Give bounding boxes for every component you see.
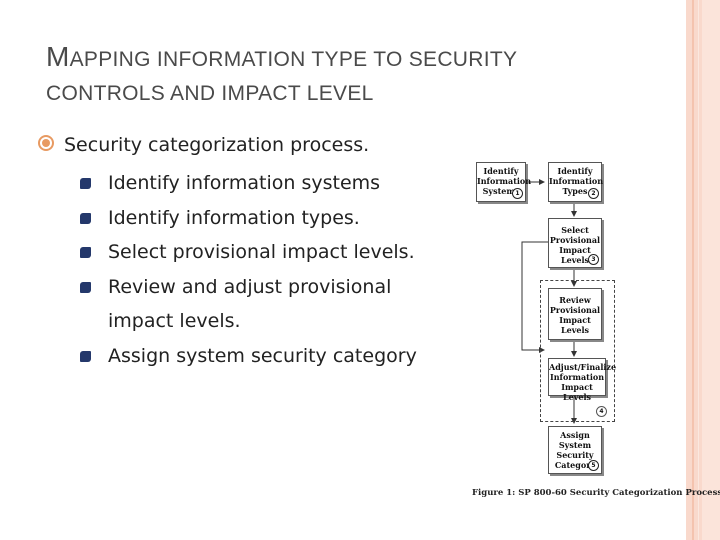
sub-bullet: Review and adjust provisional impact lev… bbox=[42, 270, 462, 339]
sub-bullet: Assign system security category bbox=[42, 339, 462, 374]
square-bullet-icon bbox=[80, 212, 91, 224]
flow-node-label: Identify Information Systems bbox=[477, 166, 532, 196]
categorization-flowchart: Identify Information Systems 1 Identify … bbox=[470, 150, 680, 505]
sub-bullet: Identify information systems bbox=[42, 166, 462, 201]
sub-bullet-text: Assign system security category bbox=[108, 344, 417, 367]
flow-node-label: Identify Information Types bbox=[549, 166, 604, 196]
title-line-1: APPING INFORMATION TYPE TO SECURITY bbox=[69, 48, 518, 71]
flow-node-identify-systems: Identify Information Systems 1 bbox=[476, 162, 532, 202]
main-bullet: Security categorization process. bbox=[42, 130, 462, 160]
square-bullet-icon bbox=[80, 281, 91, 293]
flow-node-label: Adjust/Finalize Information Impact Level… bbox=[549, 362, 617, 402]
group-step-number: 4 bbox=[596, 406, 607, 417]
flow-node-label: Select Provisional Impact Levels bbox=[549, 225, 601, 265]
sub-bullet-list: Identify information systems Identify in… bbox=[42, 166, 462, 373]
title-initial: M bbox=[46, 41, 70, 72]
title-line-2: CONTROLS AND IMPACT LEVEL bbox=[46, 82, 374, 105]
main-bullet-text: Security categorization process. bbox=[64, 134, 370, 156]
flow-node-identify-types: Identify Information Types 2 bbox=[548, 162, 604, 202]
stripe-line bbox=[692, 0, 694, 540]
stripe-line bbox=[698, 0, 699, 540]
step-number: 5 bbox=[588, 460, 599, 471]
sub-bullet-text: Select provisional impact levels. bbox=[108, 241, 415, 263]
step-number: 2 bbox=[588, 188, 599, 199]
square-bullet-icon bbox=[80, 247, 91, 258]
bullet-list: Security categorization process. Identif… bbox=[42, 130, 462, 373]
square-bullet-icon bbox=[80, 178, 91, 189]
flow-node-label: Assign System Security Category bbox=[554, 430, 596, 470]
slide-title: MAPPING INFORMATION TYPE TO SECURITY CON… bbox=[46, 42, 517, 110]
square-bullet-icon bbox=[80, 350, 91, 362]
stripe-band bbox=[702, 0, 720, 540]
flow-node-adjust-finalize: Adjust/Finalize Information Impact Level… bbox=[548, 358, 616, 402]
flow-node-assign-category: Assign System Security Category 5 bbox=[548, 426, 602, 474]
sub-bullet-text: Identify information types. bbox=[108, 206, 360, 229]
step-number: 3 bbox=[588, 254, 599, 265]
sub-bullet: Identify information types. bbox=[42, 201, 462, 236]
decorative-stripe bbox=[686, 0, 720, 540]
review-adjust-group bbox=[540, 280, 615, 422]
sub-bullet: Select provisional impact levels. bbox=[42, 235, 462, 270]
sub-bullet-text: Identify information systems bbox=[108, 172, 381, 194]
step-number: 1 bbox=[512, 188, 523, 199]
flow-node-label: Review Provisional Impact Levels bbox=[549, 295, 601, 335]
flow-node-select-impact: Select Provisional Impact Levels 3 bbox=[548, 218, 602, 268]
flow-node-review-impact: Review Provisional Impact Levels bbox=[548, 288, 602, 340]
sun-bullet-icon bbox=[42, 139, 50, 147]
sub-bullet-text: Review and adjust provisional impact lev… bbox=[108, 275, 392, 333]
figure-caption: Figure 1: SP 800-60 Security Categorizat… bbox=[472, 488, 720, 498]
flowchart-connectors bbox=[521, 179, 577, 424]
